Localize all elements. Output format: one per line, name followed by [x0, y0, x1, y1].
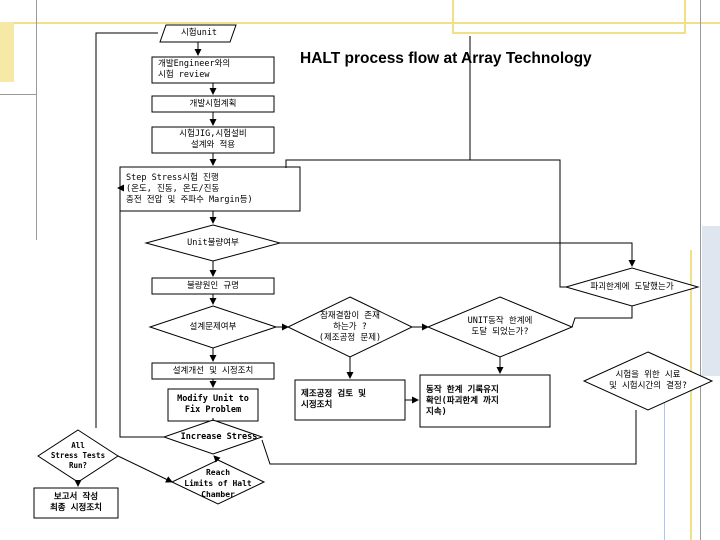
- node-destruct-limit: 파괴한계에 도달했는가: [590, 281, 674, 292]
- node-modify-unit: Modify Unit to Fix Problem: [177, 394, 249, 415]
- node-op-limit-record: 동작 한계 기록유지 확인(파괴한계 까지 지속): [426, 384, 499, 417]
- node-test-sample: 시험을 위한 시료 및 시험시간의 결정?: [609, 370, 687, 391]
- connector: [117, 455, 173, 483]
- connector: [261, 410, 637, 465]
- connector: [571, 306, 633, 328]
- frame-line-right-yellow: [690, 250, 692, 540]
- frame-line-right-gray: [700, 0, 701, 540]
- node-jig-design-shape: [151, 126, 275, 154]
- node-reach-limits: Reach Limits of Halt Chamber: [184, 467, 252, 499]
- frame-box-top-right: [452, 0, 686, 34]
- node-dev-test-plan: 개발시험계획: [189, 98, 237, 109]
- node-mfg-review: 제조공정 검토 및 시정조치: [301, 389, 366, 410]
- node-mfg-review-shape: [294, 379, 406, 421]
- frame-line-left-yellow: [0, 22, 14, 82]
- node-modify-unit-shape: [167, 388, 259, 422]
- connector: [95, 32, 158, 428]
- node-design-improve: 설계개선 및 시정조치: [172, 365, 254, 376]
- connector: [280, 242, 636, 267]
- frame-line-vert-gray: [36, 0, 37, 240]
- node-engineer-review: 개발Engineer와의 시험 review: [158, 59, 231, 80]
- node-unit-op-limit: UNIT동작 한계에 도달 되었는가?: [467, 316, 533, 337]
- node-defect-cause: 불량원인 규명: [186, 280, 240, 291]
- page-title: HALT process flow at Array Technology: [300, 50, 592, 67]
- node-jig-design: 시험JIG,시험설비 설계와 적용: [179, 129, 247, 150]
- node-step-stress-shape: [119, 166, 301, 212]
- connector: [119, 188, 164, 438]
- node-test-sample-shape: [582, 351, 714, 411]
- node-all-stress: All Stress Tests Run?: [50, 441, 106, 470]
- node-op-limit-record-shape: [419, 374, 551, 428]
- node-report: 보고서 작성 최종 시정조치: [49, 492, 103, 513]
- frame-line-top-gray: [0, 94, 36, 95]
- node-increase-stress-shape: [162, 419, 264, 455]
- node-latent-defect: 잠재결함이 존재 하는가 ? (제조공정 문제): [318, 310, 382, 343]
- connector: [285, 159, 566, 288]
- node-reach-limits-shape: [170, 459, 266, 505]
- node-engineer-review-shape: [151, 56, 275, 84]
- frame-line-top-yellow: [0, 22, 720, 24]
- node-test-unit-shape: [159, 24, 237, 43]
- node-step-stress: Step Stress시험 진행 (온도, 진동, 온도/진동 충전 전압 및 …: [126, 172, 253, 205]
- node-increase-stress: Increase Stress: [180, 431, 258, 442]
- frame-block-right-blue: [702, 226, 720, 376]
- node-unit-defect: Unit불량여부: [187, 237, 239, 248]
- frame-line-right-blue: [664, 380, 665, 540]
- node-test-unit: 시험unit: [180, 28, 218, 38]
- node-design-issue: 설계문제여부: [189, 321, 237, 332]
- connector: [213, 455, 221, 463]
- node-report-shape: [33, 487, 119, 519]
